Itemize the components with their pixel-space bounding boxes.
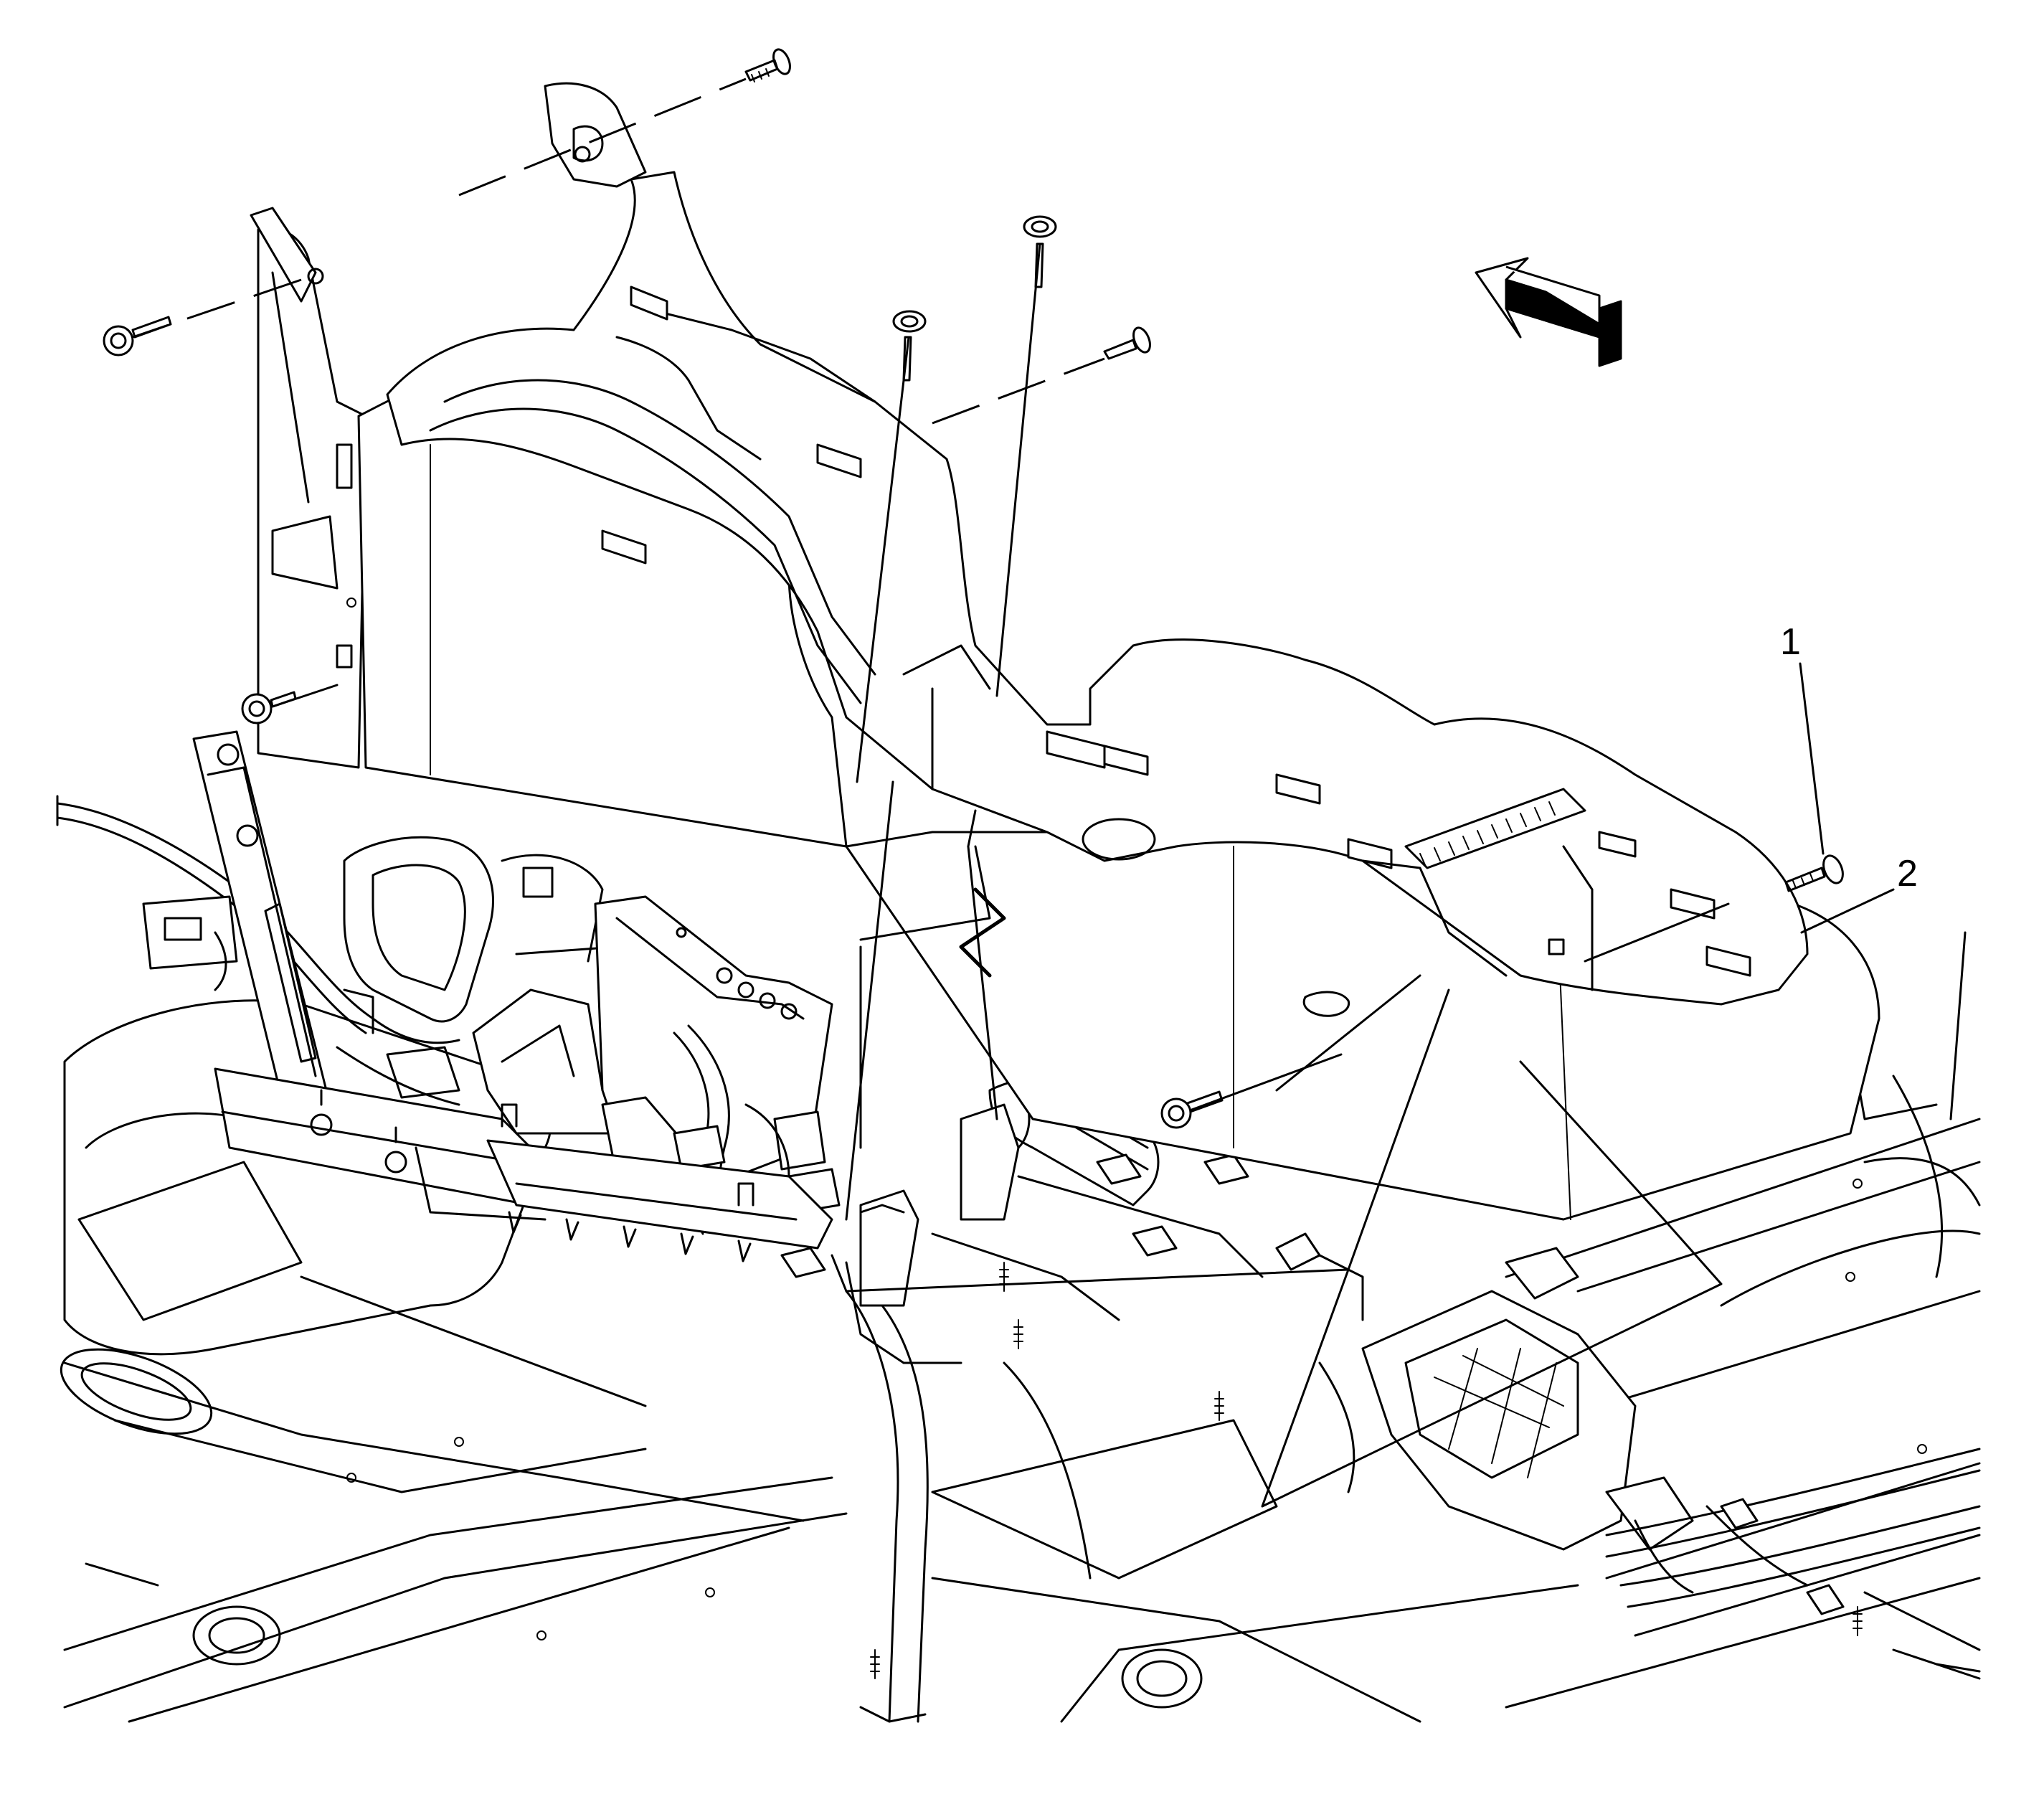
- screw-rear-item-1: [1584, 854, 1844, 963]
- floor-console: [250, 82, 1880, 1221]
- screw-top: [458, 48, 791, 197]
- callout-1: 1: [1780, 621, 1825, 855]
- screw-upper-left: [103, 278, 302, 357]
- detail-section-outline: [831, 845, 1723, 1508]
- screw-upper-right: [932, 326, 1151, 425]
- screw-side-lower: [1160, 1053, 1343, 1129]
- instrument-panel-support: [336, 836, 1264, 1364]
- callout-2: 2: [1800, 853, 1918, 934]
- front-direction-arrow-icon: [1475, 257, 1622, 367]
- screw-mid-left: [241, 684, 339, 724]
- floor-studs: [870, 1262, 1863, 1679]
- callout-label-1: 1: [1780, 621, 1801, 663]
- callout-label-2: 2: [1897, 853, 1918, 894]
- screw-vertical-1: [856, 310, 927, 783]
- fasteners: [103, 48, 1844, 1221]
- left-mounting-bracket: [56, 730, 547, 1221]
- shifter-assembly: [1275, 1232, 1981, 1615]
- screw-vertical-2: [995, 215, 1057, 697]
